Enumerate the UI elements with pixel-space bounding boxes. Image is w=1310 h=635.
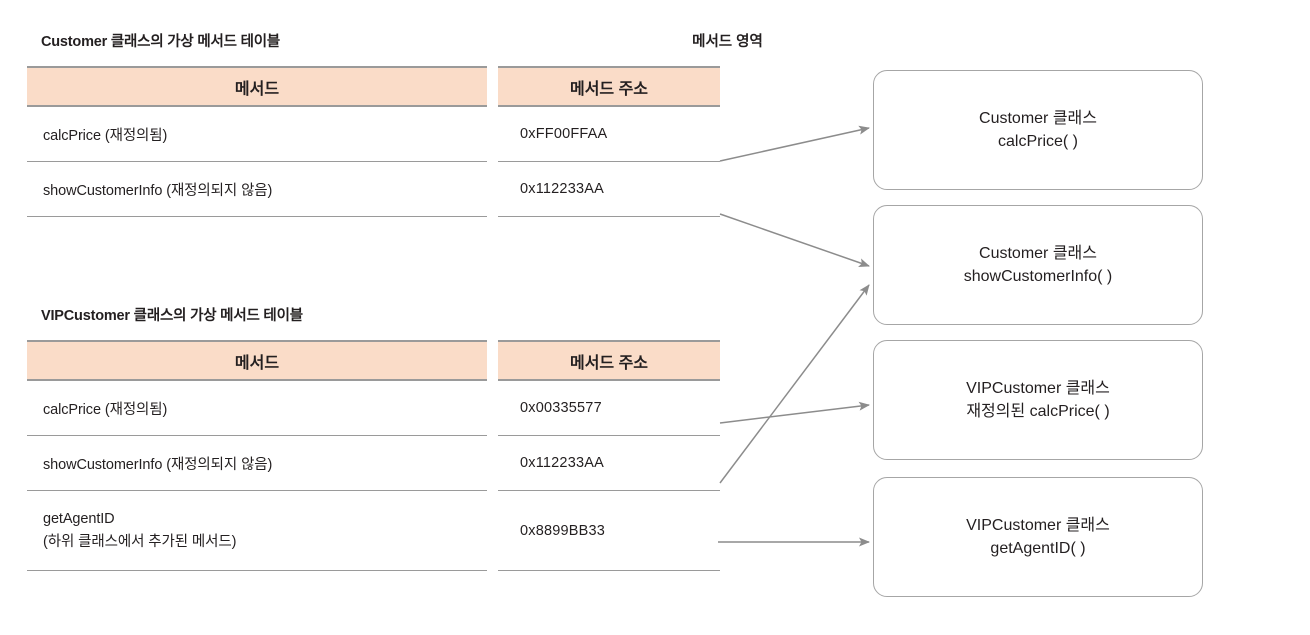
customer-vtable-address-column: 메서드 주소 0xFF00FFAA 0x112233AA [498,66,720,217]
method-box-line2: showCustomerInfo( ) [963,268,1113,285]
vipcustomer-vtable-address-column: 메서드 주소 0x00335577 0x112233AA 0x8899BB33 [498,340,720,571]
table-row: 0x112233AA [498,162,720,217]
vipcustomer-vtable-method-column: 메서드 calcPrice (재정의됨) showCustomerInfo (재… [27,340,487,571]
arrow-vip-showcustomerinfo [719,284,870,484]
method-box-line2: getAgentID( ) [990,540,1086,557]
method-box-line1: VIPCustomer 클래스 [966,516,1110,534]
method-area-title-text: 메서드 영역 [692,34,763,50]
arrow-customer-showcustomerinfo [719,213,870,267]
method-box-line2: calcPrice( ) [997,133,1078,150]
method-box-vipcustomer-getagentid: VIPCustomer 클래스 getAgentID( ) [873,477,1203,597]
vipcustomer-vtable-address-header: 메서드 주소 [498,340,720,381]
vipcustomer-vtable: 메서드 calcPrice (재정의됨) showCustomerInfo (재… [27,340,720,571]
customer-vtable: 메서드 calcPrice (재정의됨) showCustomerInfo (재… [27,66,720,217]
method-box-vipcustomer-calcprice: VIPCustomer 클래스 재정의된 calcPrice( ) [873,340,1203,460]
method-box-customer-calcprice: Customer 클래스 calcPrice( ) [873,70,1203,190]
arrow-vip-calcprice [719,401,870,424]
vipcustomer-vtable-title: VIPCustomer 클래스의 가상 메서드 테이블 [41,308,303,324]
table-row: calcPrice (재정의됨) [27,381,487,436]
table-row: showCustomerInfo (재정의되지 않음) [27,436,487,491]
table-row: 0xFF00FFAA [498,107,720,162]
table-row: 0x112233AA [498,436,720,491]
table-row-line1: getAgentID [43,511,115,528]
table-row: 0x00335577 [498,381,720,436]
table-row: getAgentID (하위 클래스에서 추가된 메서드) [27,491,487,571]
customer-vtable-method-column: 메서드 calcPrice (재정의됨) showCustomerInfo (재… [27,66,487,217]
method-box-customer-showcustomerinfo: Customer 클래스 showCustomerInfo( ) [873,205,1203,325]
customer-vtable-title: Customer 클래스의 가상 메서드 테이블 [41,34,281,50]
table-row: calcPrice (재정의됨) [27,107,487,162]
table-row-line2: (하위 클래스에서 추가된 메서드) [43,533,237,550]
method-box-line1: VIPCustomer 클래스 [966,379,1110,397]
customer-vtable-address-header: 메서드 주소 [498,66,720,107]
method-box-line2: 재정의된 calcPrice( ) [966,403,1110,420]
method-area-title: 메서드 영역 [0,30,1310,51]
vipcustomer-vtable-method-header: 메서드 [27,340,487,381]
arrow-customer-calcprice [719,125,870,162]
method-box-line1: Customer 클래스 [979,109,1097,127]
method-box-line1: Customer 클래스 [979,244,1097,262]
table-row: 0x8899BB33 [498,491,720,571]
customer-vtable-method-header: 메서드 [27,66,487,107]
table-row: showCustomerInfo (재정의되지 않음) [27,162,487,217]
